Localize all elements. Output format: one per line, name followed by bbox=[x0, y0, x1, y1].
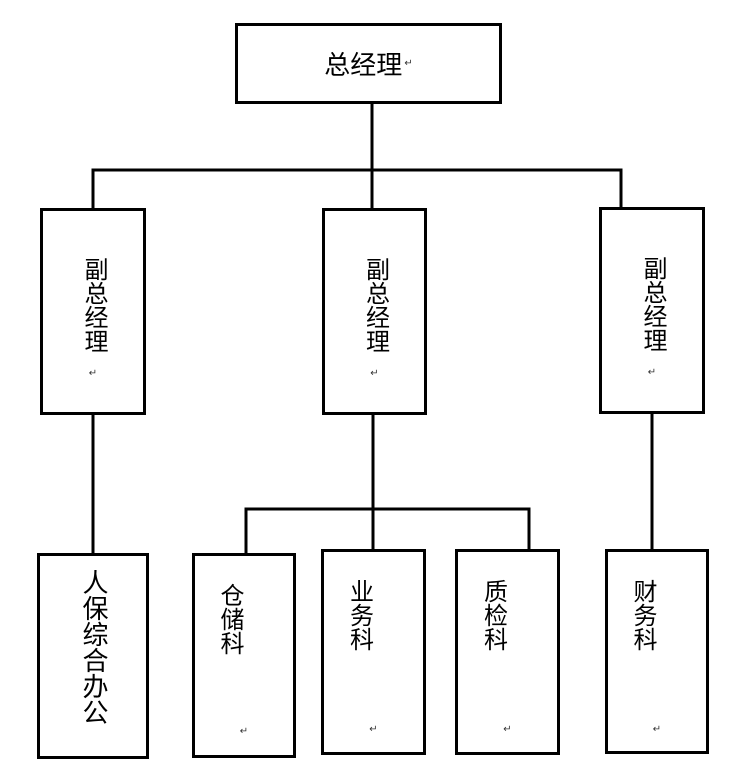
paragraph-mark: ↵ bbox=[503, 724, 512, 735]
node-quality-inspection-section: 质检科 ↵ bbox=[455, 549, 560, 755]
finance-section-label: 财务科 bbox=[629, 579, 657, 651]
business-section-label: 业务科 bbox=[345, 579, 374, 651]
node-finance-section: 财务科 ↵ bbox=[605, 549, 709, 754]
deputy-manager-1-label: 副总经理 bbox=[80, 257, 108, 353]
paragraph-mark: ↵ bbox=[647, 367, 657, 378]
node-storage-section: 仓储科 ↵ bbox=[192, 553, 296, 758]
node-hr-general-office: 人保综合办公 bbox=[37, 553, 149, 759]
storage-section-label: 仓储科 bbox=[216, 583, 244, 655]
general-manager-label: 总经理 bbox=[324, 51, 403, 81]
hr-general-office-label: 人保综合办公 bbox=[78, 569, 108, 725]
node-deputy-manager-3: 副总经理 ↵ bbox=[599, 207, 705, 414]
paragraph-mark: ↵ bbox=[652, 724, 662, 735]
node-general-manager: 总经理↵ bbox=[235, 23, 502, 104]
node-deputy-manager-2: 副总经理 ↵ bbox=[322, 208, 427, 415]
deputy-manager-2-label: 副总经理 bbox=[361, 257, 390, 353]
paragraph-mark: ↵ bbox=[404, 58, 413, 69]
quality-inspection-section-label: 质检科 bbox=[479, 579, 508, 651]
paragraph-mark: ↵ bbox=[88, 368, 98, 379]
paragraph-mark: ↵ bbox=[370, 368, 379, 379]
deputy-manager-3-label: 副总经理 bbox=[639, 256, 667, 352]
node-deputy-manager-1: 副总经理 ↵ bbox=[40, 208, 146, 415]
node-business-section: 业务科 ↵ bbox=[321, 549, 426, 755]
paragraph-mark: ↵ bbox=[239, 726, 249, 737]
paragraph-mark: ↵ bbox=[369, 724, 378, 735]
